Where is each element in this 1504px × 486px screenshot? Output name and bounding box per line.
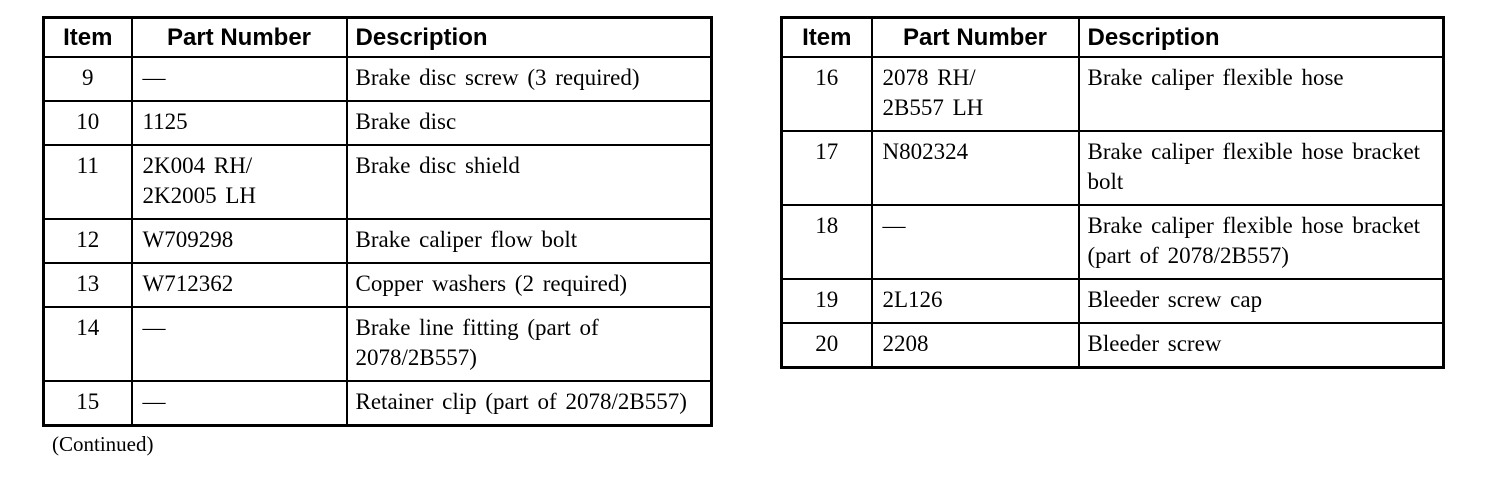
item-cell: 13 — [42, 262, 133, 308]
description-cell: Retainer clip (part of 2078/2B557) — [345, 380, 713, 427]
description-cell: Bleeder screw cap — [1077, 278, 1445, 324]
column-header-description: Description — [345, 16, 713, 58]
item-cell: 16 — [780, 56, 873, 132]
part-number-cell: 2L126 — [870, 278, 1080, 324]
description-cell: Brake caliper flexible hose — [1077, 56, 1445, 132]
description-cell: Brake disc — [345, 100, 713, 146]
item-cell: 11 — [42, 144, 133, 220]
column-header-part-number: Part Number — [130, 16, 348, 58]
item-cell: 15 — [42, 380, 133, 427]
part-number-cell: — — [130, 306, 348, 382]
table-row: 14—Brake line fitting (part of 2078/2B55… — [42, 306, 713, 382]
item-cell: 19 — [780, 278, 873, 324]
item-cell: 17 — [780, 130, 873, 206]
description-cell: Brake disc screw (3 required) — [345, 56, 713, 102]
item-cell: 10 — [42, 100, 133, 146]
item-cell: 20 — [780, 322, 873, 369]
description-cell: Brake caliper flow bolt — [345, 218, 713, 264]
part-number-cell: — — [870, 204, 1080, 280]
column-header-part-number: Part Number — [870, 16, 1080, 58]
description-cell: Brake line fitting (part of 2078/2B557) — [345, 306, 713, 382]
item-cell: 14 — [42, 306, 133, 382]
part-number-cell: 1125 — [130, 100, 348, 146]
part-number-cell: W709298 — [130, 218, 348, 264]
part-number-cell: 2208 — [870, 322, 1080, 369]
part-number-cell: N802324 — [870, 130, 1080, 206]
item-cell: 9 — [42, 56, 133, 102]
item-cell: 18 — [780, 204, 873, 280]
description-cell: Copper washers (2 required) — [345, 262, 713, 308]
part-number-cell: — — [130, 56, 348, 102]
part-number-cell: W712362 — [130, 262, 348, 308]
description-cell: Brake caliper flexible hose bracket (par… — [1077, 204, 1445, 280]
table-row: 18—Brake caliper flexible hose bracket (… — [780, 204, 1445, 280]
table-row: 9—Brake disc screw (3 required) — [42, 56, 713, 102]
part-number-cell: 2K004 RH/ 2K2005 LH — [130, 144, 348, 220]
column-header-description: Description — [1077, 16, 1445, 58]
part-number-cell: 2078 RH/ 2B557 LH — [870, 56, 1080, 132]
column-header-item: Item — [42, 16, 133, 58]
description-cell: Bleeder screw — [1077, 322, 1445, 369]
description-cell: Brake disc shield — [345, 144, 713, 220]
item-cell: 12 — [42, 218, 133, 264]
part-number-cell: — — [130, 380, 348, 427]
column-header-item: Item — [780, 16, 873, 58]
description-cell: Brake caliper flexible hose bracket bolt — [1077, 130, 1445, 206]
table-row: 15—Retainer clip (part of 2078/2B557) — [42, 380, 713, 427]
continued-note: (Continued) — [52, 432, 154, 456]
